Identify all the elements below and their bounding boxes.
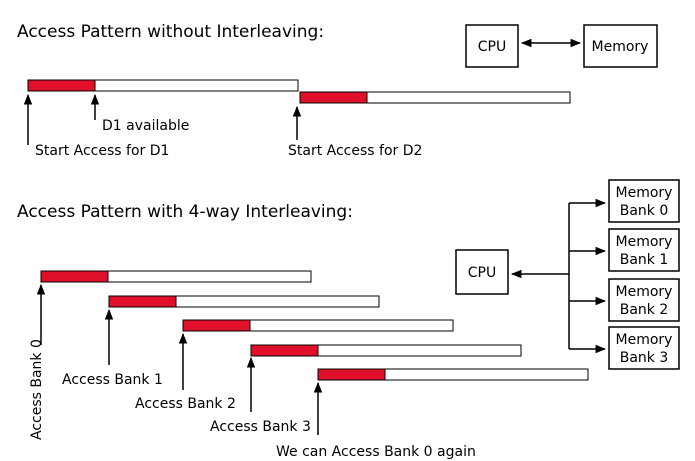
memory-bank-3: Memory Bank 3	[569, 326, 680, 370]
bank-2-line2: Bank 2	[620, 302, 669, 318]
bank-2-bar-busy	[182, 319, 251, 332]
bank-0-line2: Bank 0	[620, 203, 669, 219]
bank-0-access-bar	[40, 270, 312, 283]
bank-0-again-bar	[317, 368, 589, 381]
bank-3-access-bar	[250, 344, 522, 357]
bank-2-line1: Memory	[616, 284, 673, 300]
bank-1-line1: Memory	[616, 234, 673, 250]
memory-bank-0: Memory Bank 0	[569, 179, 680, 223]
memory-bank-2: Memory Bank 2	[569, 278, 680, 322]
bank-3-line2: Bank 3	[620, 350, 669, 366]
bank-3-line1: Memory	[616, 332, 673, 348]
access-bank-3-label: Access Bank 3	[210, 419, 311, 435]
bank-2-box	[608, 278, 680, 322]
d1-busy-segment	[27, 79, 96, 92]
bank-3-bar-busy	[250, 344, 319, 357]
cpu-label-bottom: CPU	[468, 265, 496, 281]
interleave-title: Access Pattern with 4-way Interleaving:	[17, 202, 353, 222]
bank-0-again-busy	[317, 368, 386, 381]
cpu-box-bottom	[455, 249, 509, 295]
bank-1-box	[608, 228, 680, 272]
start-d2-label: Start Access for D2	[288, 143, 422, 159]
cpu-label-top: CPU	[478, 39, 506, 55]
bank-1-bar-busy	[108, 295, 177, 308]
bank-1-access-bar	[108, 295, 380, 308]
memory-bank-1: Memory Bank 1	[569, 228, 680, 272]
bank-2-access-bar	[182, 319, 454, 332]
start-d1-label: Start Access for D1	[35, 143, 169, 159]
d1-available-label: D1 available	[102, 118, 189, 134]
access-bank-0-again-label: We can Access Bank 0 again	[276, 444, 476, 460]
access-bank-2-label: Access Bank 2	[135, 396, 236, 412]
no-interleave-title: Access Pattern without Interleaving:	[17, 22, 324, 42]
access-bank-1-label: Access Bank 1	[62, 372, 163, 388]
memory-label: Memory	[592, 39, 649, 55]
bank-3-box	[608, 326, 680, 370]
access-bank-0-label: Access Bank 0	[29, 339, 45, 440]
bank-0-box	[608, 179, 680, 223]
d2-busy-segment	[299, 91, 368, 104]
memory-box	[583, 24, 658, 68]
bank-0-bar-busy	[40, 270, 109, 283]
bank-0-line1: Memory	[616, 185, 673, 201]
cpu-box-top	[465, 24, 519, 68]
bank-1-line2: Bank 1	[620, 252, 669, 268]
